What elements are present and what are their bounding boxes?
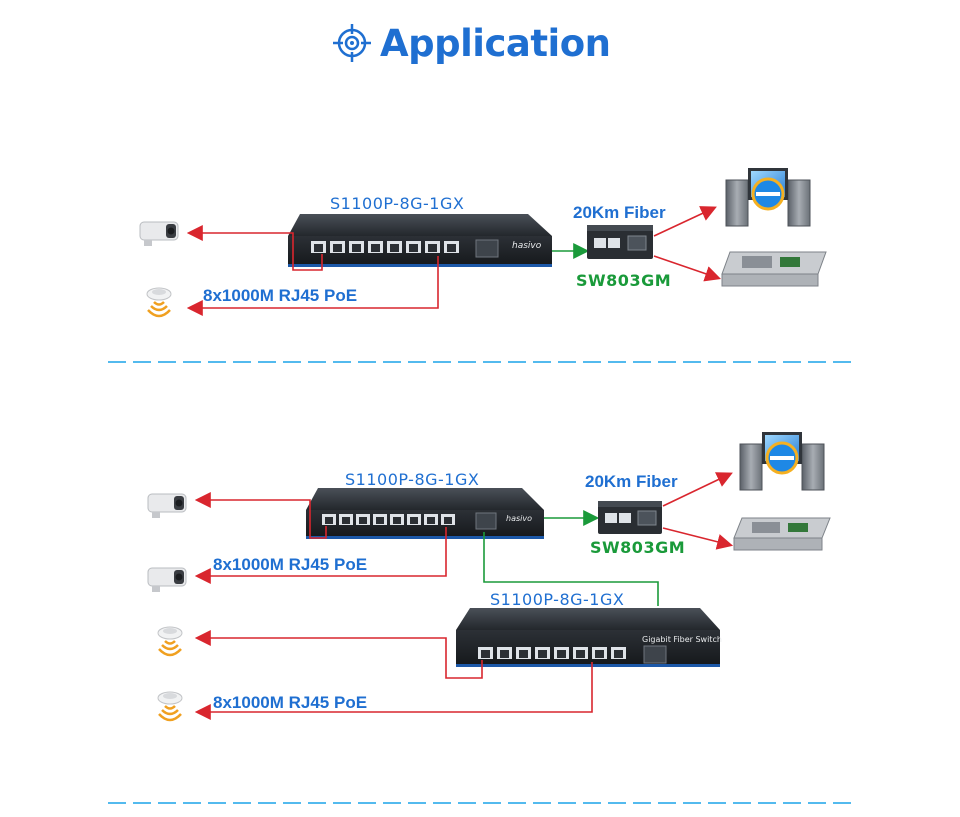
converter-model-label: SW803GM [576, 271, 672, 290]
wireless-ap-icon [146, 287, 172, 318]
poe-ports-label: 8x1000M RJ45 PoE [203, 286, 358, 305]
page-header: Application [332, 18, 611, 68]
nvr-recorder-icon [721, 251, 827, 287]
cctv-camera-icon [147, 567, 187, 592]
switch-brand-logo: hasivo [506, 514, 532, 523]
network-switch-icon: hasivo [288, 214, 552, 267]
fiber-distance-label: 20Km Fiber [573, 203, 666, 222]
cctv-camera-icon [147, 493, 187, 518]
switch-panel-title: Gigabit Fiber Switch [642, 635, 722, 644]
page-title: Application [380, 21, 611, 65]
network-switch-icon: Gigabit Fiber Switch [456, 608, 722, 667]
fiber-distance-label: 20Km Fiber [585, 472, 678, 491]
poe-ports-label: 8x1000M RJ45 PoE [213, 693, 368, 712]
wireless-ap-icon [157, 626, 183, 657]
media-converter-icon [587, 225, 653, 259]
poe-ports-label: 8x1000M RJ45 PoE [213, 555, 368, 574]
computer-server-icon [725, 168, 811, 227]
switch-model-label: S1100P-8G-1GX [345, 470, 480, 489]
crosshair-icon [333, 24, 371, 62]
network-switch-icon: hasivo [306, 488, 544, 539]
switch-model-label: S1100P-8G-1GX [490, 590, 625, 609]
switch-model-label: S1100P-8G-1GX [330, 194, 465, 213]
cctv-camera-icon [139, 221, 179, 246]
nvr-recorder-icon [733, 517, 831, 551]
computer-server-icon [739, 432, 825, 491]
switch-brand-logo: hasivo [512, 241, 542, 251]
media-converter-icon [598, 501, 662, 534]
wireless-ap-icon [157, 691, 183, 722]
converter-model-label: SW803GM [590, 538, 686, 557]
